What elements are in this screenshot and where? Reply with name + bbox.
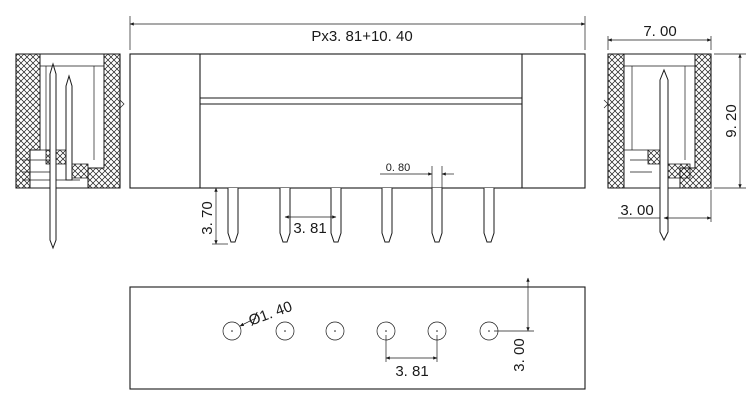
front-view: Px3. 81+10. 40 3. 70 3. 81 0. 80 <box>129 16 586 245</box>
left-side-section-view <box>15 53 125 250</box>
pcb-hole-layout-view: Ø1. 40 3. 81 3. 00 <box>129 277 586 390</box>
front-pins <box>227 188 495 243</box>
right-side-section-view: 7. 00 9. 20 3. 00 <box>603 23 746 242</box>
pcb-hole <box>222 321 242 341</box>
pin-thickness-label: 0. 80 <box>386 162 410 174</box>
width-label: 7. 00 <box>643 23 676 40</box>
hole-row-offset-label: 3. 00 <box>511 338 528 371</box>
hole-diameter-label: Ø1. 40 <box>246 298 294 329</box>
pcb-hole <box>275 321 295 341</box>
pin-offset-label: 3. 00 <box>620 202 653 219</box>
pin-pitch-front-label: 3. 81 <box>293 220 326 237</box>
height-label: 9. 20 <box>723 104 740 137</box>
pcb-hole <box>325 321 345 341</box>
overall-length-label: Px3. 81+10. 40 <box>311 28 412 45</box>
pin-tail-length-label: 3. 70 <box>199 201 216 234</box>
hole-pitch-label: 3. 81 <box>395 363 428 380</box>
